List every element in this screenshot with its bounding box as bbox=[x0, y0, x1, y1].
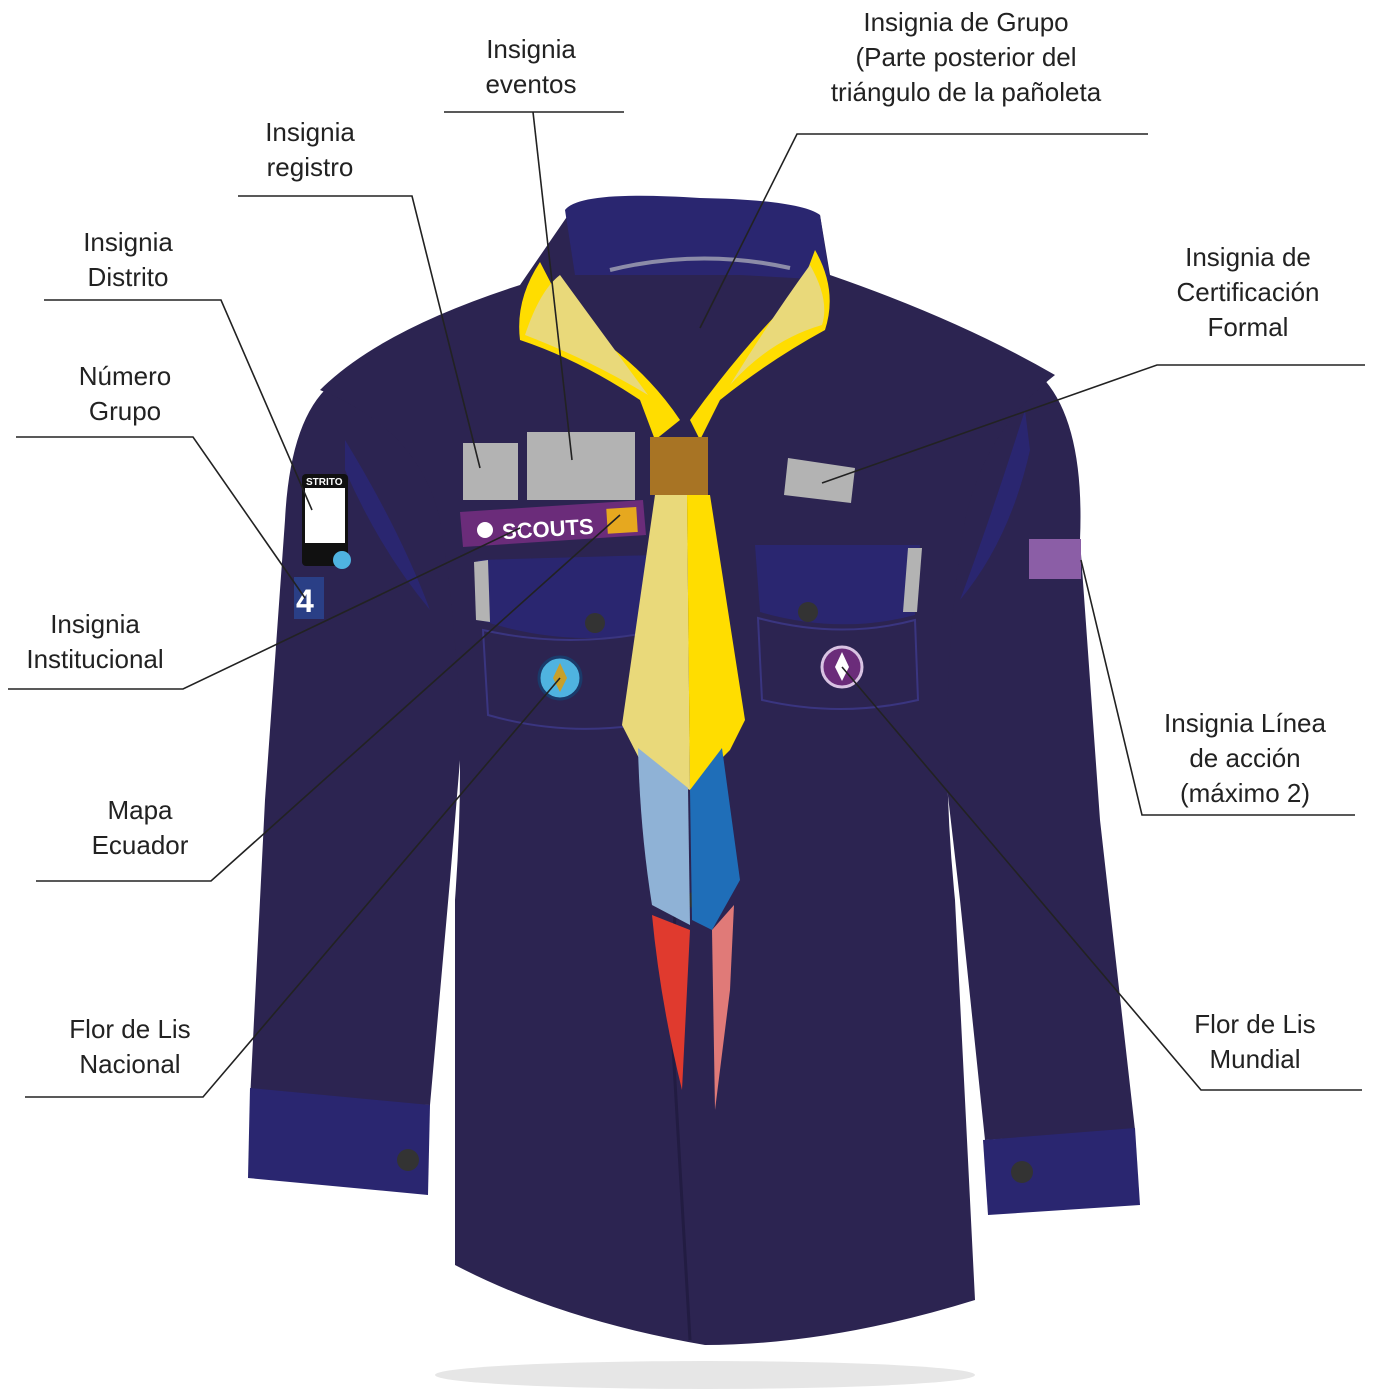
right-cuff bbox=[983, 1128, 1140, 1215]
scouts-strip-lis-icon bbox=[477, 522, 493, 538]
left-cuff bbox=[248, 1088, 430, 1195]
label-mapa-ecuador: Mapa Ecuador bbox=[70, 793, 210, 863]
label-insignia-registro: Insignia registro bbox=[240, 115, 380, 185]
mapa-ecuador-icon bbox=[606, 507, 637, 534]
district-tab-text: STRITO bbox=[306, 477, 343, 488]
floor-shadow bbox=[435, 1361, 975, 1389]
insignia-eventos-patch bbox=[527, 432, 635, 500]
insignia-registro-patch bbox=[463, 443, 518, 500]
district-lis-icon bbox=[333, 551, 351, 569]
left-pocket-tab bbox=[474, 560, 490, 622]
label-insignia-certificacion: Insignia de Certificación Formal bbox=[1158, 240, 1338, 345]
left-pocket-flap bbox=[478, 555, 660, 638]
right-pocket-flap bbox=[755, 545, 920, 624]
left-cuff-button bbox=[397, 1149, 419, 1171]
label-flor-lis-nacional: Flor de Lis Nacional bbox=[45, 1012, 215, 1082]
left-pocket-button bbox=[585, 613, 605, 633]
label-flor-lis-mundial: Flor de Lis Mundial bbox=[1170, 1007, 1340, 1077]
leader-numero bbox=[16, 437, 305, 598]
scarf-woggle bbox=[650, 437, 708, 495]
right-pocket-button bbox=[798, 602, 818, 622]
collar-back bbox=[565, 196, 830, 280]
label-insignia-linea-accion: Insignia Línea de acción (máximo 2) bbox=[1140, 706, 1350, 811]
right-cuff-button bbox=[1011, 1161, 1033, 1183]
insignia-linea-accion-patch bbox=[1029, 539, 1081, 579]
label-insignia-grupo: Insignia de Grupo (Parte posterior del t… bbox=[796, 5, 1136, 110]
insignia-distrito-inner bbox=[305, 488, 345, 543]
label-insignia-institucional: Insignia Institucional bbox=[10, 607, 180, 677]
label-insignia-distrito: Insignia Distrito bbox=[58, 225, 198, 295]
label-numero-grupo: Número Grupo bbox=[55, 359, 195, 429]
label-insignia-eventos: Insignia eventos bbox=[461, 32, 601, 102]
